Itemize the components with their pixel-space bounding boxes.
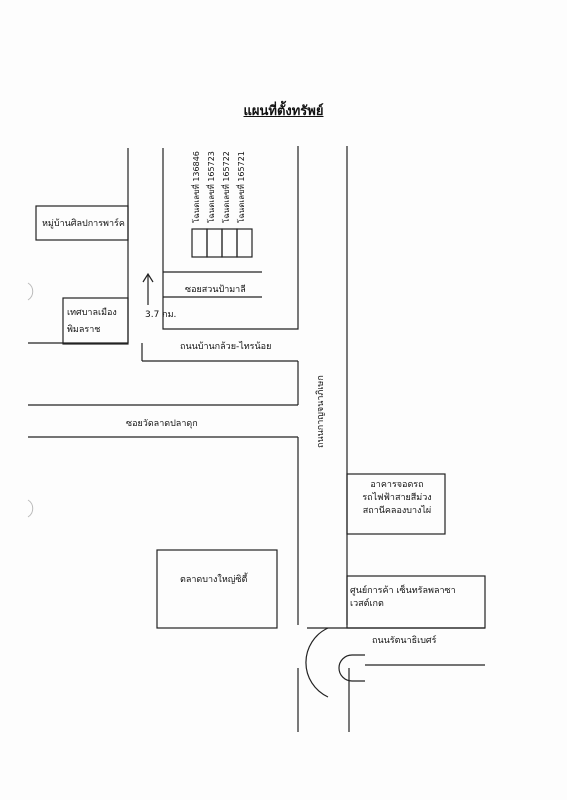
municipality-label: เทศบาลเมือง พิมลราช [67,307,117,337]
village-box [35,205,129,241]
depot-line3: สถานีคลองบางไผ่ [362,506,432,517]
municipality-line1: เทศบาลเมือง [67,308,117,318]
ban-kluai-label: ถนนบ้านกล้วย-ไทรน้อย [180,342,272,352]
municipality-line2: พิมลราช [67,325,101,336]
plot-136846 [191,228,208,258]
village-label: หมู่บ้านศิลปการพาร์ค [42,218,125,231]
soi-wat-label: ซอยวัดลาดปลาดุก [126,419,198,429]
mall-line2: เวสต์เกต [350,599,384,610]
plot-165723 [206,228,223,258]
market-box [156,549,278,629]
ban-kluai-road-top [162,146,299,330]
map-title: แผนที่ตั้งทรัพย์ [243,104,324,119]
binder-hole-bottom [27,499,34,518]
distance-label: 3.7 กม. [145,310,177,320]
mall-label: ศูนย์การค้า เซ็นทรัลพลาซา เวสต์เกต [350,585,456,611]
kanchana-label: ถนนกาญจนาภิเษก [316,375,326,448]
village-name: หมู่บ้านศิลปการพาร์ค [42,219,125,229]
deed-label-136846: โฉนดเลขที่ 136846 [192,151,201,223]
deed-label-165721: โฉนดเลขที่ 165721 [237,151,246,223]
binder-hole-top [27,282,34,301]
soi-suan-label: ซอยสวนป้ามาลี [185,285,246,295]
plot-165721 [236,228,253,258]
rattanathibet-label: ถนนรัตนาธิเบศร์ [372,636,437,646]
depot-label: อาคารจอดรถ รถไฟฟ้าสายสีม่วง สถานีคลองบาง… [352,479,442,518]
depot-line2: รถไฟฟ้าสายสีม่วง [362,493,432,504]
mall-line1: ศูนย์การค้า เซ็นทรัลพลาซา [350,586,456,596]
deed-label-165722: โฉนดเลขที่ 165722 [222,151,231,223]
market-label: ตลาดบางใหญ่ซิตี้ [180,575,248,585]
depot-line1: อาคารจอดรถ [370,480,424,490]
municipality-box [62,297,129,345]
depot-box [346,473,446,535]
deed-label-165723: โฉนดเลขที่ 165723 [207,151,216,223]
mall-box [346,575,486,629]
uturn-outer [305,627,329,698]
uturn-inner [338,654,365,682]
direction-arrow-head [142,272,154,283]
plot-165722 [221,228,238,258]
